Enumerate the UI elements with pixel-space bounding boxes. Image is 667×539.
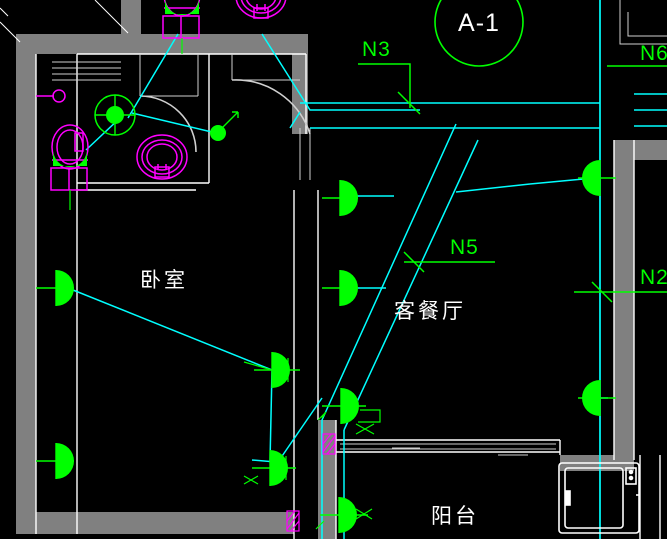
room-label-living-dining: 客餐厅	[394, 299, 466, 323]
wire-bath-1	[127, 33, 179, 119]
wall-light-xmark	[355, 508, 373, 520]
wall-light	[36, 443, 74, 479]
toilet-lid-detail	[74, 132, 84, 152]
tick-n5	[403, 251, 425, 273]
wire-diag-2	[343, 139, 479, 431]
detail-marker-text: A-1	[458, 9, 500, 37]
wire-bath-3	[131, 112, 217, 134]
appliance-knob-1	[628, 469, 634, 475]
wall-light	[243, 352, 300, 388]
wall-light-arms	[578, 380, 616, 416]
wire-upper-right	[261, 33, 420, 111]
wall-light	[36, 270, 74, 306]
room-label-bedroom: 卧室	[140, 268, 188, 292]
wall-light	[243, 450, 296, 486]
ceiling-exhaust-fan	[94, 94, 136, 136]
basin-outer	[136, 134, 188, 180]
wall-bedroom-bottom	[36, 512, 294, 534]
column-hatch	[286, 433, 336, 532]
switch-stem	[221, 111, 239, 129]
wall-light-xmark	[355, 423, 375, 435]
wall-light	[322, 270, 358, 306]
wire-to-light-3	[455, 183, 531, 193]
wall-light-arms	[322, 388, 366, 424]
wall-light-xmark	[243, 475, 259, 485]
wall-right-top	[634, 140, 667, 160]
wall-light	[578, 380, 616, 416]
circuit-label-n3: N3	[362, 38, 391, 61]
wall-light-hook	[315, 520, 325, 530]
basin-bowl	[146, 143, 178, 171]
break-line-1	[0, 7, 9, 17]
thin-detail-layer	[0, 0, 667, 456]
column-hatch-lines-2	[286, 510, 300, 532]
basin-upper-faucet	[253, 7, 269, 19]
fixture-layer	[36, 0, 667, 533]
appliance-body	[558, 462, 640, 534]
wall-light-arms	[320, 497, 368, 533]
wall-top-left	[16, 34, 121, 54]
tick-n3	[397, 91, 421, 115]
wall-light-arms	[252, 450, 296, 486]
wire-trunk-jog	[289, 111, 301, 129]
appliance-drum	[564, 467, 624, 529]
basin-upper-inner	[240, 0, 282, 14]
circuit-leader-layer	[358, 63, 667, 303]
wall-light	[578, 160, 616, 196]
circuit-label-n5: N5	[450, 236, 479, 259]
tick-n2	[591, 281, 613, 303]
floor-drain-icon	[52, 89, 66, 103]
wall-left-outer	[16, 34, 36, 534]
wire-diag-1	[321, 123, 457, 539]
break-line-3	[94, 0, 129, 34]
basin-upper-bowl	[245, 0, 277, 10]
room-label-balcony: 阳台	[431, 504, 479, 528]
wire-bedroom-1	[67, 287, 273, 371]
toilet-bowl-outer	[51, 124, 89, 170]
sink-basin	[136, 134, 188, 180]
switch-dot	[210, 125, 226, 141]
appliance-panel	[625, 467, 637, 485]
wall-light	[322, 180, 358, 216]
wall-top-bath	[141, 34, 306, 54]
fan-hub	[106, 106, 124, 124]
basin-faucet	[154, 166, 170, 178]
light-switch	[210, 111, 239, 141]
toilet-upper	[162, 0, 201, 39]
basin-inner	[141, 139, 183, 175]
washing-machine	[558, 462, 640, 534]
wall-light-arms	[36, 270, 74, 306]
leader-n3	[358, 63, 411, 108]
wall-light-extra	[243, 358, 289, 382]
thin-rect-tr-1	[619, 0, 667, 45]
wall-light	[317, 388, 381, 435]
toilet	[50, 124, 89, 191]
wall-bath-vertical	[121, 0, 141, 54]
thin-rect-tr-2	[627, 12, 667, 37]
toilet-green-fill	[53, 150, 87, 167]
detail-marker-circle	[434, 0, 524, 67]
wall-light-bracket	[358, 409, 381, 423]
wall-light-arms	[322, 180, 358, 216]
appliance-handle	[565, 490, 571, 506]
wire-bedroom-3	[277, 397, 323, 463]
circuit-label-n6: N6	[640, 42, 667, 65]
wall-right-vertical	[614, 140, 634, 460]
column-hatch-lines-1	[322, 433, 336, 455]
text-layer: 客餐厅 卧室 阳台 N3 N5 N2 N6 A-1	[140, 9, 667, 528]
circuit-label-n2: N2	[640, 266, 667, 289]
break-line-2	[0, 21, 21, 43]
wall-light-hook	[317, 411, 327, 421]
wall-light	[315, 497, 373, 533]
plumbing-layer	[36, 0, 336, 532]
appliance-knob-2	[628, 475, 634, 481]
door-swing-arc-bath	[139, 95, 197, 153]
wall-light-arms	[36, 443, 74, 479]
wall-light-arms	[578, 160, 616, 196]
wall-light-arms	[322, 270, 358, 306]
toilet-upper-green	[165, 0, 199, 15]
door-swing-arc-corridor	[231, 79, 311, 135]
sink-basin-upper	[235, 0, 287, 19]
